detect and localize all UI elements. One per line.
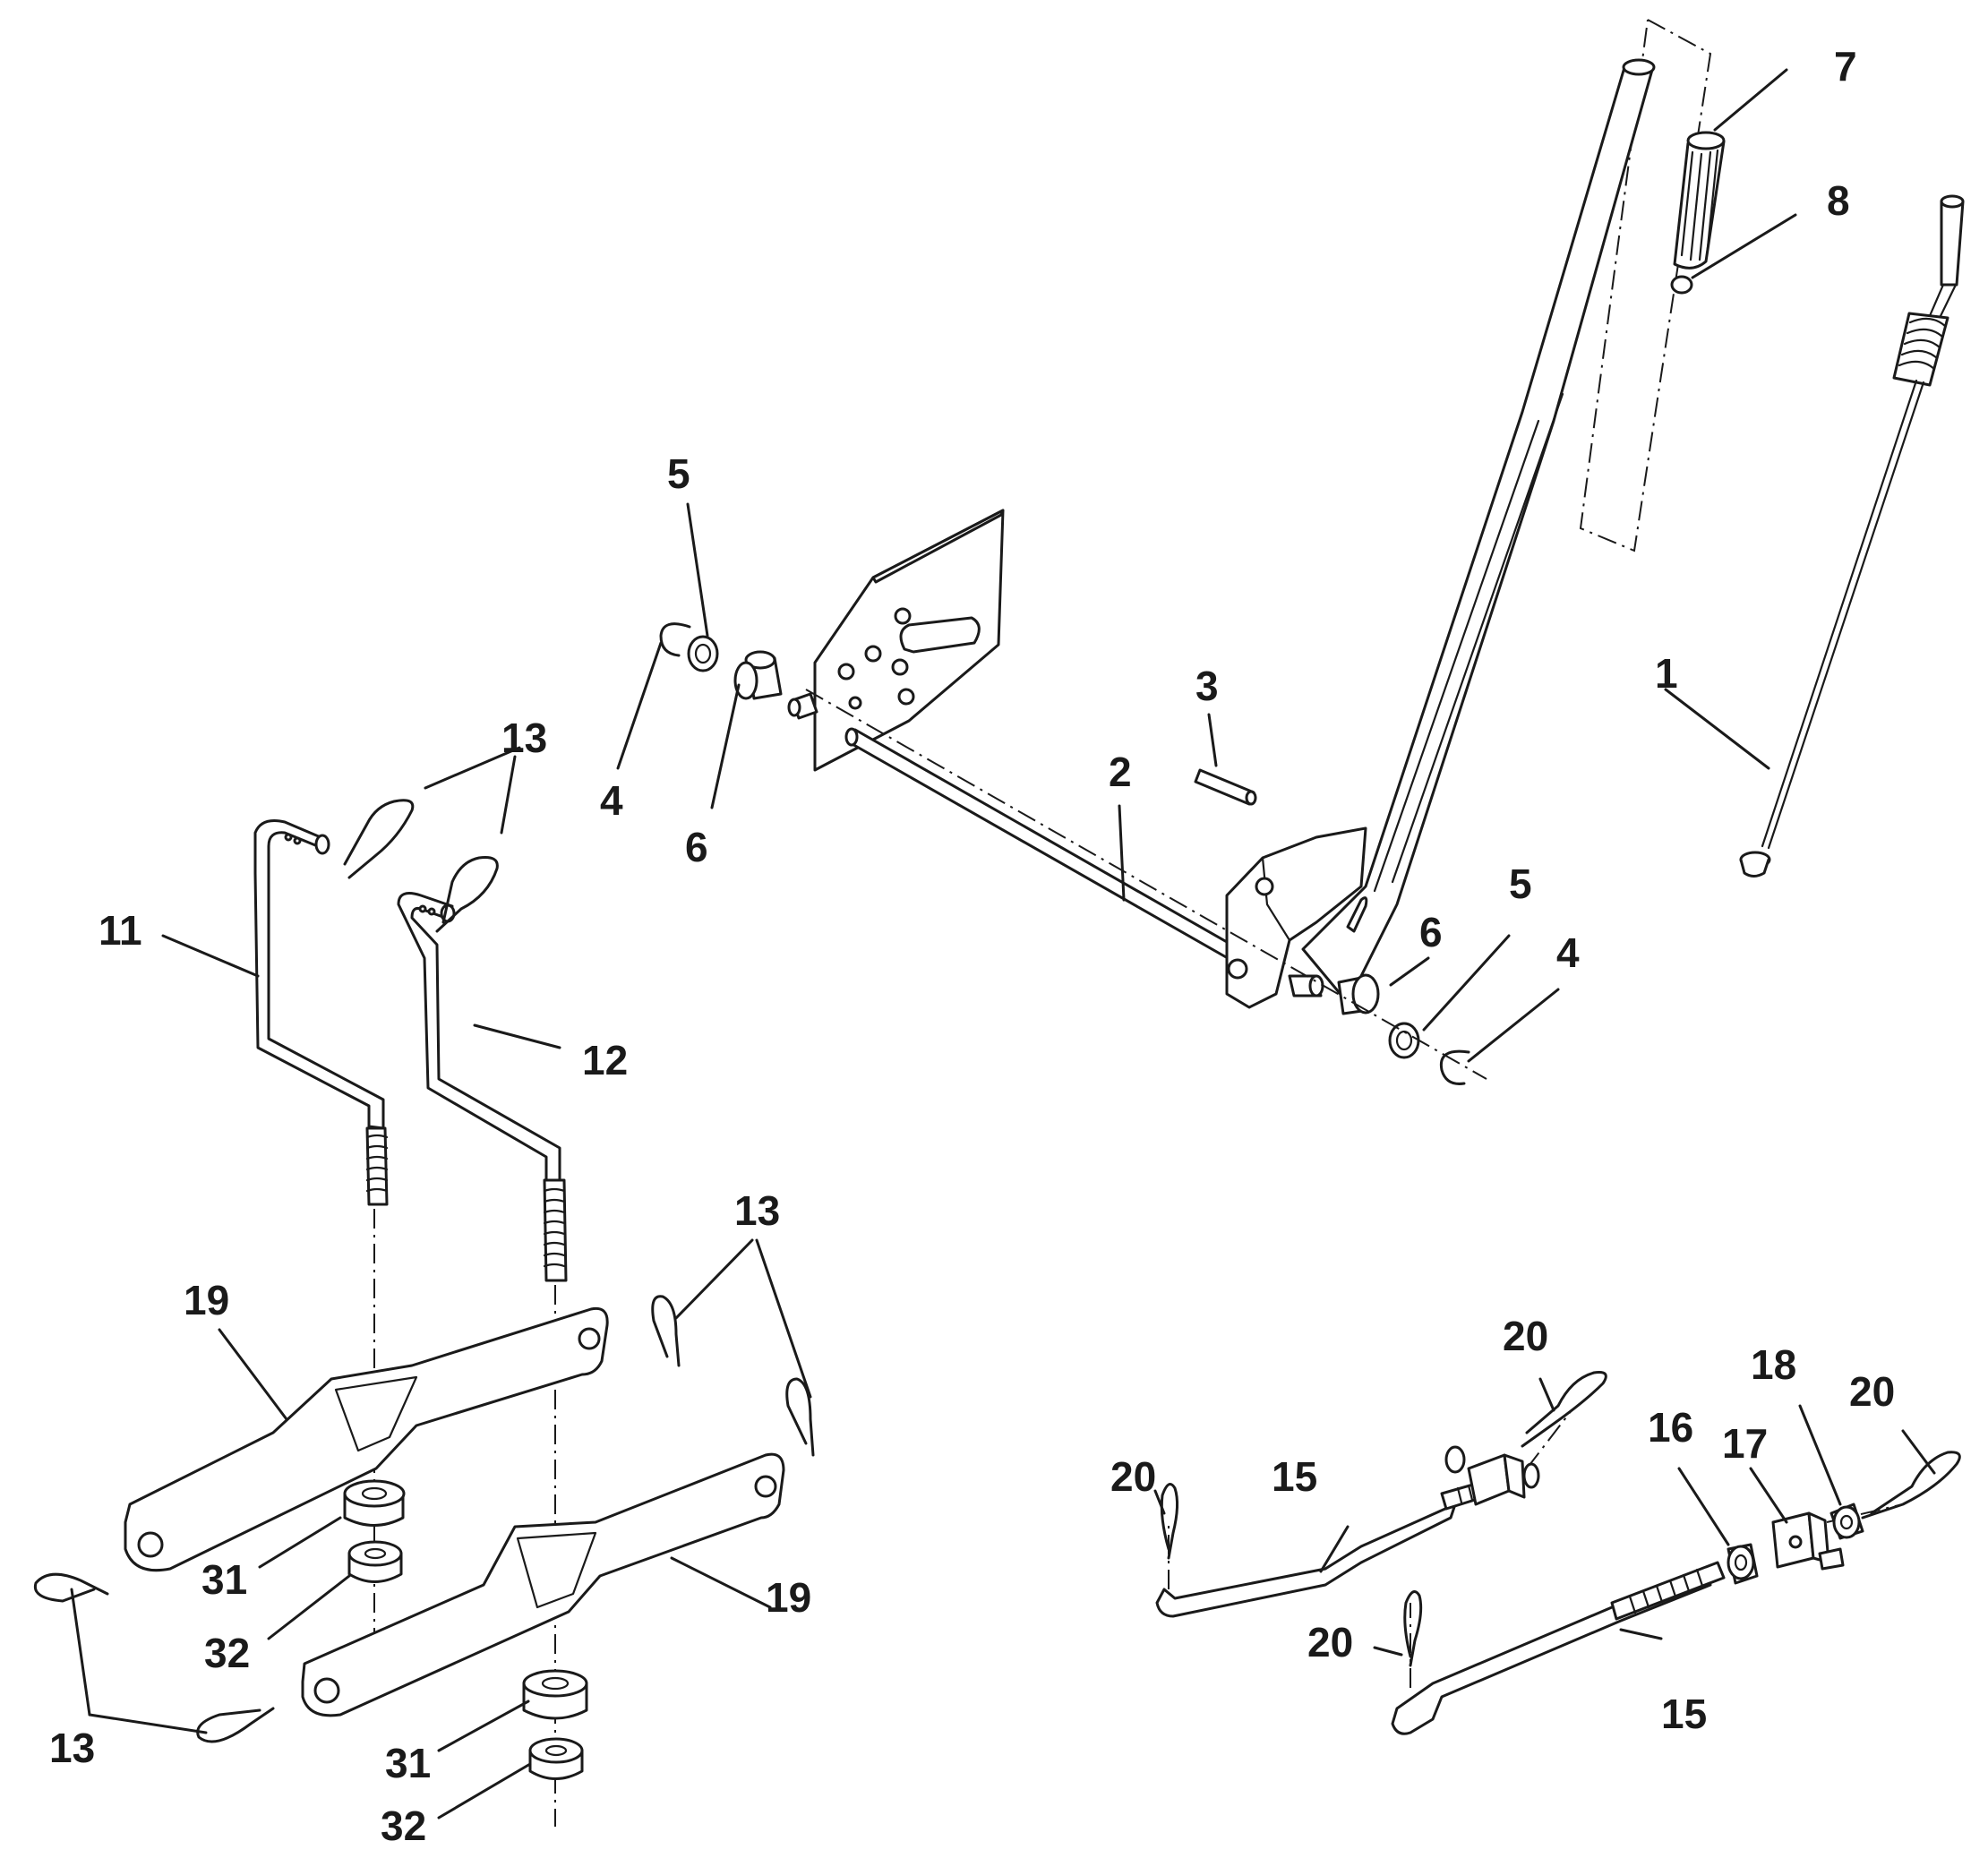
part-13-hairpin-clip-f <box>196 1707 275 1743</box>
part-19-lift-arm-upper <box>124 1306 609 1572</box>
callout-6: 6 <box>685 824 708 870</box>
handle-dashed-envelope <box>1579 19 1712 552</box>
callout-7: 7 <box>1834 43 1857 90</box>
callout-12: 12 <box>582 1037 628 1083</box>
part-17-swivel-lower <box>1771 1511 1845 1571</box>
callout-20: 20 <box>1849 1368 1895 1415</box>
part-7-handle-grip <box>1673 131 1726 270</box>
callout-11: 11 <box>99 907 142 954</box>
part-1-lift-rod <box>1739 194 1965 878</box>
part-31-bushing-upper <box>343 1479 406 1527</box>
part-32-nut-upper <box>347 1540 403 1583</box>
part-20-hairpin-b <box>1861 1451 1961 1520</box>
part-13-hairpin-clip-b <box>435 856 499 933</box>
callout-8: 8 <box>1827 177 1850 224</box>
part-13-hairpin-clip-e <box>33 1572 109 1603</box>
part-15-deck-link-lower <box>1391 1561 1726 1735</box>
callout-13: 13 <box>734 1187 780 1234</box>
part-20-hairpin-c <box>1160 1483 1179 1560</box>
part-11-lift-link <box>253 819 389 1206</box>
callout-2: 2 <box>1109 749 1132 795</box>
part-4-eclip-left <box>659 622 691 657</box>
callout-3: 3 <box>1195 663 1219 709</box>
part-6-bushing-left <box>733 650 783 700</box>
part-13-hairpin-clip-a <box>343 799 415 879</box>
callout-17: 17 <box>1722 1420 1768 1467</box>
callout-5: 5 <box>667 450 690 497</box>
part-2-lift-shaft <box>787 58 1656 1009</box>
part-19-lift-arm-lower <box>301 1452 785 1717</box>
callout-5: 5 <box>1509 861 1532 907</box>
callout-32: 32 <box>381 1802 426 1849</box>
part-18-nut <box>1829 1503 1864 1540</box>
callout-20: 20 <box>1110 1453 1156 1500</box>
part-4-eclip-right <box>1439 1049 1470 1085</box>
callout-labels: 1 2 3 4 4 5 5 6 6 7 8 11 12 13 13 13 15 … <box>49 43 1895 1849</box>
part-3-roll-pin <box>1194 768 1257 806</box>
callout-4: 4 <box>1556 929 1580 976</box>
part-32-nut-lower <box>528 1737 584 1780</box>
callout-1: 1 <box>1655 650 1678 697</box>
callout-31: 31 <box>385 1740 431 1786</box>
callout-20: 20 <box>1503 1313 1548 1359</box>
part-12-lift-link <box>397 892 568 1282</box>
callout-18: 18 <box>1751 1341 1796 1388</box>
part-6-bushing-right <box>1337 973 1380 1015</box>
callout-32: 32 <box>204 1630 250 1676</box>
leader-lines <box>70 68 1936 1819</box>
callout-15: 15 <box>1661 1691 1707 1737</box>
callout-15: 15 <box>1272 1453 1317 1500</box>
callout-19: 19 <box>766 1574 811 1621</box>
callout-13: 13 <box>501 715 547 761</box>
part-8-plug <box>1670 275 1693 295</box>
callout-16: 16 <box>1648 1404 1693 1451</box>
part-13-hairpin-clip-c <box>651 1295 681 1367</box>
part-13-hairpin-clip-d <box>785 1377 815 1457</box>
part-31-bushing-lower <box>522 1669 588 1720</box>
part-20-hairpin-d <box>1403 1590 1423 1667</box>
part-20-hairpin-a <box>1521 1371 1607 1448</box>
callout-20: 20 <box>1307 1619 1353 1665</box>
part-17-swivel-upper <box>1444 1445 1540 1506</box>
part-16-jam-nut <box>1727 1543 1759 1585</box>
callout-4: 4 <box>600 777 623 824</box>
part-5-washer-right <box>1388 1022 1420 1059</box>
callout-31: 31 <box>201 1556 247 1603</box>
part-5-washer-left <box>687 635 719 672</box>
callout-19: 19 <box>184 1277 229 1323</box>
callout-6: 6 <box>1419 909 1443 955</box>
callout-13: 13 <box>49 1725 95 1771</box>
